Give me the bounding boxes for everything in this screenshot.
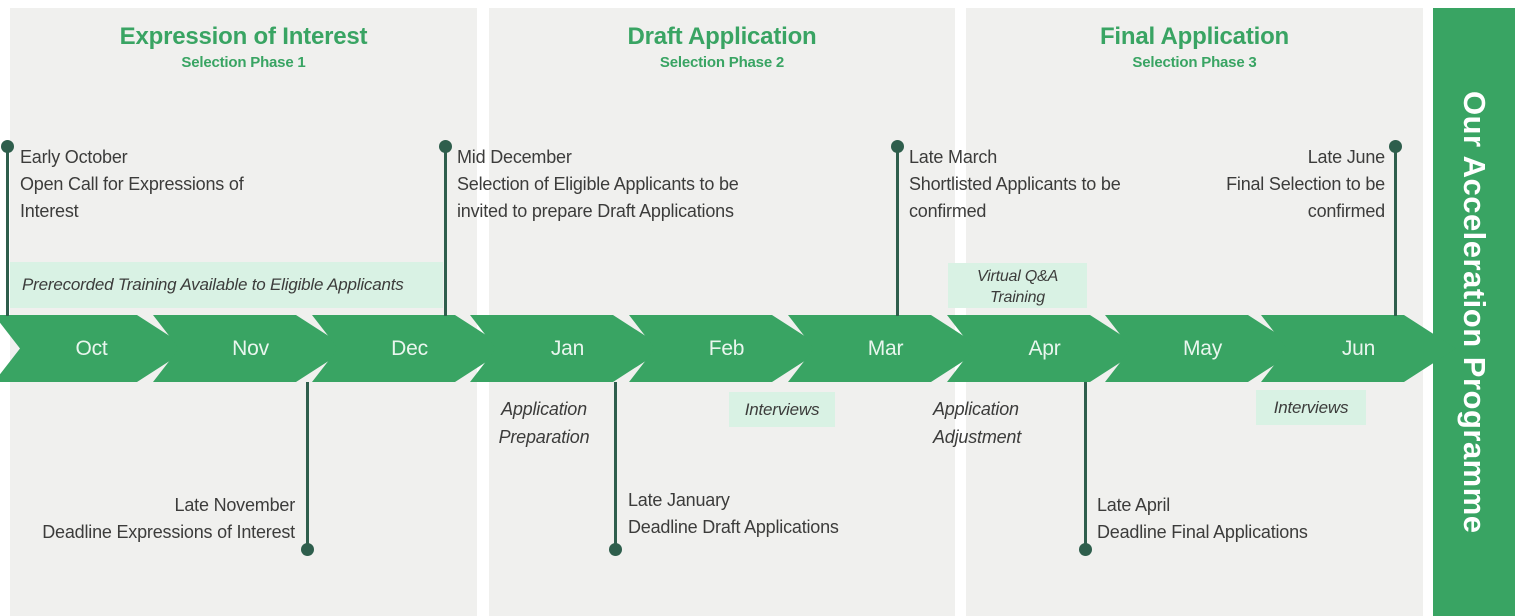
marker-line-late-april bbox=[1083, 382, 1087, 550]
phase-title: Final Application bbox=[1099, 23, 1290, 50]
milestone-text: Interest bbox=[20, 201, 79, 221]
milestone-text: Deadline Draft Applications bbox=[628, 517, 839, 537]
activity-line1: Application bbox=[933, 399, 1019, 419]
month-label: Mar bbox=[867, 337, 904, 360]
milestone-late-june: Late June Final Selection to be confirme… bbox=[1135, 144, 1385, 225]
phase-panel-expression-of-interest: Expression of Interest Selection Phase 1 bbox=[10, 8, 477, 616]
milestone-late-march: Late March Shortlisted Applicants to be … bbox=[909, 144, 1169, 225]
marker-line-late-march bbox=[895, 147, 899, 316]
interviews-badge-feb: Interviews bbox=[729, 392, 835, 427]
marker-line-mid-december bbox=[443, 147, 447, 316]
marker-dot-late-january bbox=[608, 543, 622, 556]
milestone-text: Deadline Expressions of Interest bbox=[42, 522, 295, 542]
marker-dot-mid-december bbox=[438, 140, 452, 153]
prerecorded-training-band: Prerecorded Training Available to Eligib… bbox=[10, 262, 443, 308]
milestone-text: Final Selection to be bbox=[1226, 174, 1385, 194]
milestone-date: Late November bbox=[174, 495, 296, 515]
milestone-text: confirmed bbox=[909, 201, 987, 221]
milestone-late-november: Late November Deadline Expressions of In… bbox=[15, 492, 295, 546]
milestone-text: Selection of Eligible Applicants to be bbox=[457, 174, 739, 194]
marker-dot-late-november bbox=[300, 543, 314, 556]
virtual-qa-line2: Training bbox=[989, 289, 1046, 306]
phase-header: Final Application Selection Phase 3 bbox=[966, 22, 1423, 74]
marker-line-late-january bbox=[613, 382, 617, 550]
milestone-text: confirmed bbox=[1307, 201, 1385, 221]
phase-header: Expression of Interest Selection Phase 1 bbox=[10, 22, 477, 74]
phase-subtitle: Selection Phase 1 bbox=[181, 54, 306, 71]
phase-subtitle: Selection Phase 3 bbox=[1132, 54, 1257, 71]
month-label: May bbox=[1182, 337, 1223, 360]
month-arrow-dec: Dec bbox=[312, 315, 507, 382]
milestone-mid-december: Mid December Selection of Eligible Appli… bbox=[457, 144, 767, 225]
interviews-badge-jun: Interviews bbox=[1256, 390, 1366, 425]
milestone-text: Open Call for Expressions of bbox=[20, 174, 244, 194]
marker-line-late-june bbox=[1393, 147, 1397, 316]
milestone-text: invited to prepare Draft Applications bbox=[457, 201, 734, 221]
phase-subtitle: Selection Phase 2 bbox=[659, 54, 785, 71]
milestone-date: Late June bbox=[1307, 147, 1385, 167]
marker-line-late-november bbox=[305, 382, 309, 550]
marker-line-early-october bbox=[5, 147, 9, 316]
marker-dot-early-october bbox=[0, 140, 14, 153]
month-label: Jun bbox=[1341, 337, 1376, 360]
marker-dot-late-march bbox=[890, 140, 904, 153]
milestone-text: Deadline Final Applications bbox=[1097, 522, 1308, 542]
phase-header: Draft Application Selection Phase 2 bbox=[489, 22, 955, 74]
milestone-date: Late April bbox=[1097, 495, 1171, 515]
programme-banner-title: Our Acceleration Programme bbox=[1457, 90, 1492, 534]
milestone-date: Mid December bbox=[457, 147, 572, 167]
month-label: Nov bbox=[232, 337, 269, 360]
milestone-date: Late March bbox=[909, 147, 998, 167]
month-label: Apr bbox=[1028, 337, 1061, 360]
activity-application-preparation: Application Preparation bbox=[488, 395, 600, 451]
month-label: Feb bbox=[708, 337, 745, 360]
milestone-late-april: Late April Deadline Final Applications bbox=[1097, 492, 1357, 546]
virtual-qa-line1: Virtual Q&A bbox=[976, 268, 1059, 285]
virtual-qa-training-badge: Virtual Q&A Training bbox=[948, 263, 1087, 308]
milestone-late-january: Late January Deadline Draft Applications bbox=[628, 487, 888, 541]
marker-dot-late-april bbox=[1078, 543, 1092, 556]
programme-banner: Our Acceleration Programme bbox=[1433, 8, 1515, 616]
milestone-date: Early October bbox=[20, 147, 128, 167]
phase-panel-draft-application: Draft Application Selection Phase 2 bbox=[489, 8, 955, 616]
month-arrow-jun: Jun bbox=[1261, 315, 1456, 382]
phase-title: Expression of Interest bbox=[119, 23, 368, 50]
milestone-date: Late January bbox=[628, 490, 730, 510]
activity-line1: Application bbox=[501, 399, 587, 419]
month-label: Oct bbox=[75, 337, 108, 360]
activity-line2: Preparation bbox=[498, 427, 590, 447]
month-label: Dec bbox=[391, 337, 428, 360]
month-label: Jan bbox=[550, 337, 585, 360]
marker-dot-late-june bbox=[1388, 140, 1402, 153]
activity-application-adjustment: Application Adjustment bbox=[933, 395, 1053, 451]
milestone-text: Shortlisted Applicants to be bbox=[909, 174, 1121, 194]
milestone-early-october: Early October Open Call for Expressions … bbox=[20, 144, 260, 225]
phase-title: Draft Application bbox=[627, 23, 817, 50]
phase-panel-final-application: Final Application Selection Phase 3 bbox=[966, 8, 1423, 616]
activity-line2: Adjustment bbox=[933, 427, 1022, 447]
